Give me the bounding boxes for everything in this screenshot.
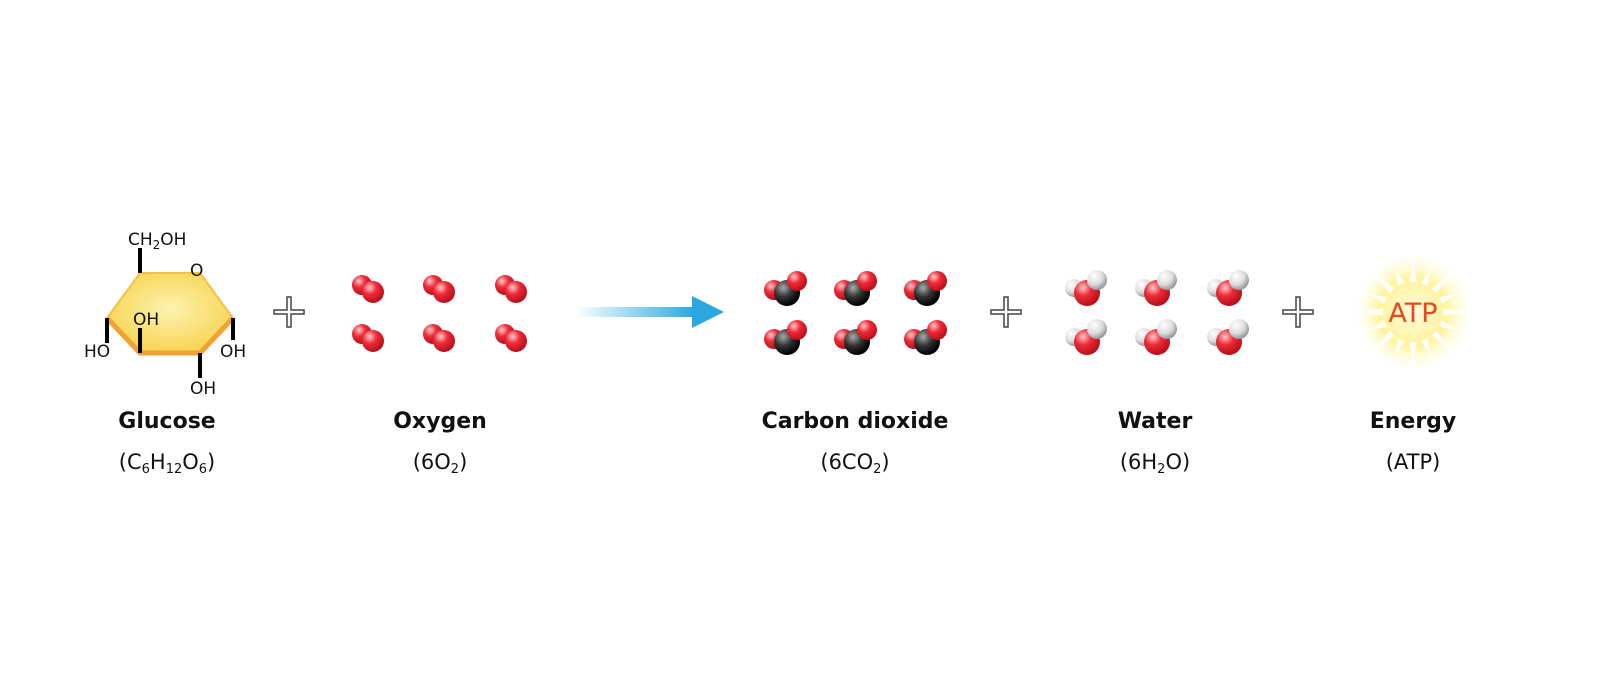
oxygen-molecule [495,275,527,303]
water-formula: (6H2O) [1119,450,1191,477]
sun-ray-icon [1439,293,1458,304]
sun-ray-icon [1394,338,1405,357]
sun-ray-icon [1431,330,1455,354]
water-molecule [1065,319,1107,355]
glucose-ring-oxygen: O [190,261,203,281]
sun-ray-icon [1421,267,1432,286]
carbon-dioxide-molecule [764,320,807,355]
oxygen-molecule [352,324,384,352]
carbon-dioxide-molecule [904,320,947,355]
reaction-arrow [575,296,724,328]
oxygen-molecule [423,324,455,352]
water-molecule [1135,270,1177,306]
plus-icon [273,296,305,328]
carbon-dioxide-formula: (6CO2) [820,450,890,477]
glucose-oh-bottom: OH [190,379,216,399]
sun-ray-icon [1442,308,1471,316]
carbon-dioxide-molecule [834,320,877,355]
glucose-formula: (C6H12O6) [118,450,216,477]
carbon-dioxide-molecule [764,271,807,306]
glucose-ho-left: HO [84,342,110,362]
sun-ray-icon [1368,293,1387,304]
sun-ray-icon [1368,320,1387,331]
oxygen-molecule [423,275,455,303]
carbon-dioxide-label: Carbon dioxide [761,409,949,434]
sun-ray-icon [1355,308,1384,316]
glucose-ch2oh-label: CH2OH [128,230,186,252]
glucose-structure: CH2OH O HO OH OH OH [84,230,246,399]
atp-burst: ATP [1351,250,1475,374]
oxygen-molecule [352,275,384,303]
plus-icon [990,296,1022,328]
glucose-label: Glucose [118,409,216,434]
sun-ray-icon [1421,338,1432,357]
carbon-dioxide-molecule [904,271,947,306]
sun-ray-icon [1394,267,1405,286]
carbon-dioxide-molecule [834,271,877,306]
plus-icon [1282,296,1314,328]
energy-formula: (ATP) [1385,450,1441,474]
oxygen-formula: (6O2) [412,450,468,477]
glucose-oh-inner: OH [133,310,159,330]
sun-ray-icon [1431,270,1455,294]
sun-ray-icon [1409,254,1417,283]
sun-ray-icon [1371,330,1395,354]
water-molecule [1065,270,1107,306]
water-molecule [1207,319,1249,355]
oxygen-molecule [495,324,527,352]
oxygen-label: Oxygen [393,409,487,434]
water-molecule [1207,270,1249,306]
sun-ray-icon [1409,341,1417,370]
sun-ray-icon [1439,320,1458,331]
sun-ray-icon [1371,270,1395,294]
water-molecule [1135,319,1177,355]
glucose-oh-right: OH [220,342,246,362]
water-label: Water [1117,409,1193,434]
atp-badge: ATP [1388,298,1437,329]
energy-label: Energy [1369,409,1457,434]
